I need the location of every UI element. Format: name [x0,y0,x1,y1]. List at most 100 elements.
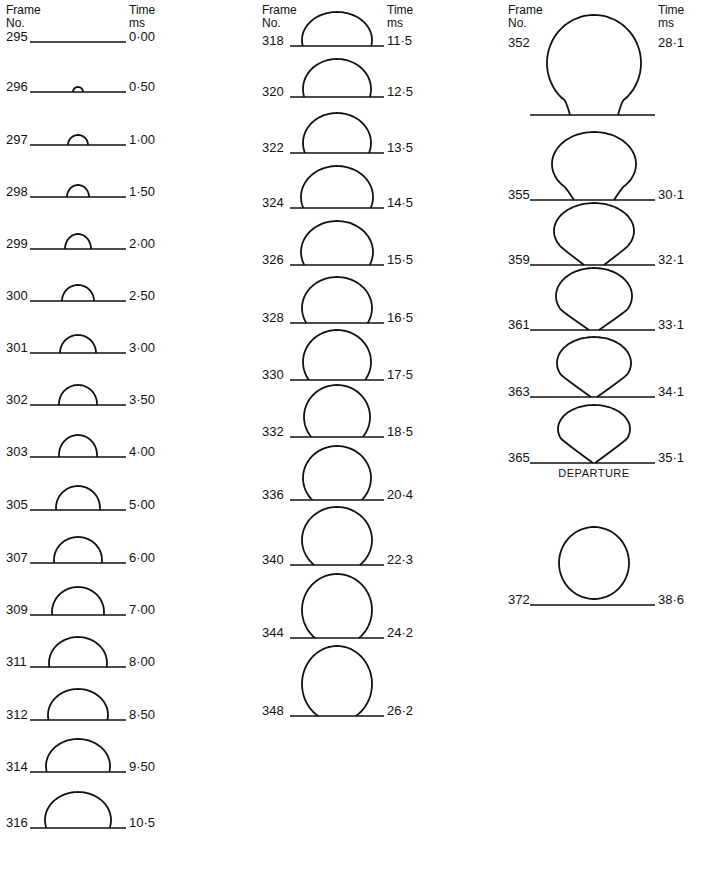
frame-number: 344 [262,626,284,640]
column-header: Frame No. [262,4,297,29]
wall-line [290,322,384,323]
time-value: 24·2 [387,626,413,640]
time-value: 30·1 [658,188,684,202]
bubble-outline [62,285,94,301]
bubble-outline [558,405,630,463]
frame-number: 352 [508,36,530,50]
wall-line [290,637,384,638]
frame-number: 295 [6,30,28,44]
bubble-outline [303,446,371,500]
wall-line [30,666,126,667]
wall-line [30,404,126,405]
bubble-outline [556,268,632,330]
frame-number: 365 [508,451,530,465]
bubble-outline [52,587,104,615]
bubble-outline [552,132,636,200]
wall-line [30,562,126,563]
wall-line [530,199,655,200]
wall-line [30,144,126,145]
bubble-outline [48,689,108,720]
frame-number: 372 [508,593,530,607]
wall-line [530,329,655,330]
frame-number: 320 [262,85,284,99]
wall-line [30,196,126,197]
time-value: 38·6 [658,593,684,607]
time-value: 11·5 [387,34,412,48]
frame-number: 324 [262,196,284,210]
time-value: 26·2 [387,704,413,718]
time-value: 10·5 [129,816,155,830]
frame-number: 299 [6,237,28,251]
bubble-outline [554,203,634,265]
time-value: 22·3 [387,553,413,567]
time-value: 33·1 [658,318,684,332]
time-value: 3·00 [129,341,155,355]
wall-line [30,509,126,510]
time-value: 9·50 [129,760,155,774]
frame-number: 326 [262,253,284,267]
frame-number: 297 [6,133,28,147]
column-header: Frame No. [508,4,543,29]
frame-number: 307 [6,551,28,565]
bubble-outline [59,385,97,405]
bubble-outline [547,15,641,115]
frame-number: 314 [6,760,28,774]
wall-line [30,41,126,42]
frame-number: 301 [6,341,28,355]
frame-number: 361 [508,318,530,332]
bubble-outline [302,507,372,565]
departure-label: DEPARTURE [558,467,629,479]
bubble-outline [559,527,629,599]
frame-number: 328 [262,311,284,325]
time-value: 16·5 [387,311,413,325]
time-value: 0·00 [129,30,155,44]
bubble-outline [301,166,373,208]
time-value: 14·5 [387,196,413,210]
frame-number: 302 [6,393,28,407]
frame-number: 340 [262,553,284,567]
frame-number: 300 [6,289,28,303]
bubble-outline [301,221,373,265]
bubble-outline [557,337,631,397]
column-header: Frame No. [6,4,41,29]
bubble-outline [68,135,88,145]
wall-line [30,248,126,249]
time-value: 17·5 [387,368,413,382]
frame-number: 332 [262,425,284,439]
wall-line [530,114,655,115]
wall-line [30,827,126,828]
wall-line [290,45,384,46]
wall-line [530,396,655,397]
bubble-outline [54,537,102,563]
wall-line [290,499,384,500]
column-header: Time ms [387,4,413,29]
bubble-outline [59,435,97,457]
time-value: 0·50 [129,80,155,94]
wall-line [290,436,384,437]
time-value: 35·1 [658,451,684,465]
time-value: 2·00 [129,237,155,251]
wall-line [30,91,126,92]
column-header: Time ms [658,4,684,29]
frame-number: 359 [508,253,530,267]
time-value: 34·1 [658,385,684,399]
bubble-outline [303,59,371,97]
bubble-outline [303,330,371,380]
frame-number: 298 [6,185,28,199]
wall-line [30,352,126,353]
time-value: 8·50 [129,708,155,722]
bubble-outline [56,486,100,510]
column-header: Time ms [129,4,155,29]
wall-line [30,719,126,720]
wall-line [30,456,126,457]
bubble-outline [302,277,372,323]
frame-number: 316 [6,816,28,830]
time-value: 1·00 [129,133,155,147]
time-value: 1·50 [129,185,155,199]
frame-number: 348 [262,704,284,718]
bubble-outline [303,113,371,153]
time-value: 12·5 [387,85,413,99]
time-value: 8·00 [129,655,155,669]
time-value: 5·00 [129,498,155,512]
